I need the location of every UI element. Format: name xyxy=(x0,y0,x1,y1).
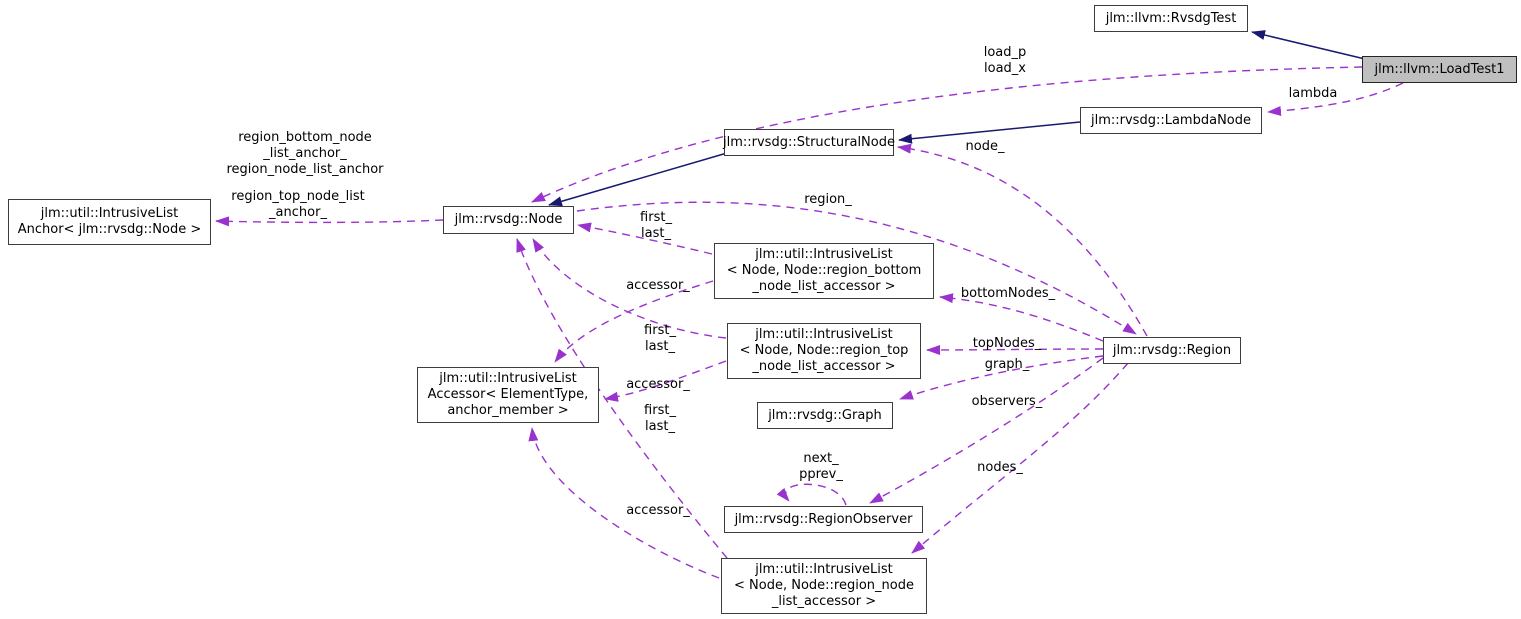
class-label: _node_list_accessor > xyxy=(752,279,896,294)
edge-label-line: node_ xyxy=(965,139,1005,154)
edge-label-graph: graph_ xyxy=(985,357,1030,373)
edge-usage-accessor-top xyxy=(604,360,727,402)
class-label: jlm::rvsdg::StructuralNode xyxy=(723,134,895,150)
class-label: jlm::rvsdg::LambdaNode xyxy=(1091,112,1251,128)
edge-label-next-pprev: next_ pprev_ xyxy=(799,451,843,483)
edge-label-anchor-group2: region_top_node_list _anchor_ xyxy=(231,189,364,221)
class-label: jlm::util::IntrusiveList xyxy=(755,247,893,262)
edge-label-nodes: nodes_ xyxy=(977,460,1023,476)
class-box-region[interactable]: jlm::rvsdg::Region xyxy=(1103,337,1241,364)
class-box-loadtest1: jlm::llvm::LoadTest1 xyxy=(1362,56,1517,83)
edge-label-line: load_x xyxy=(984,61,1026,76)
edge-label-first-last-bottom: first_ last_ xyxy=(640,210,672,242)
class-label: < Node, Node::region_node xyxy=(734,578,914,593)
class-label: < Node, Node::region_bottom xyxy=(726,263,922,278)
class-box-intrusivelist-region-top[interactable]: jlm::util::IntrusiveList < Node, Node::r… xyxy=(727,323,921,379)
edge-label-line: region_top_node_list xyxy=(231,189,365,204)
edge-usage-first-last-node xyxy=(516,238,728,559)
edge-usage-region xyxy=(576,201,1137,335)
class-box-regionobserver[interactable]: jlm::rvsdg::RegionObserver xyxy=(724,506,923,533)
edge-usage-lambda xyxy=(1267,82,1404,116)
class-label: jlm::util::IntrusiveList xyxy=(755,562,893,577)
edge-usage-load-p-x xyxy=(531,66,1363,203)
edge-label-observers: observers_ xyxy=(972,394,1043,410)
edge-usage-anchors xyxy=(215,216,444,227)
class-label: jlm::util::IntrusiveList xyxy=(439,371,577,386)
edge-usage-next-pprev-selfloop xyxy=(776,483,847,506)
class-label: anchor_member > xyxy=(447,403,569,418)
edge-label-line: next_ xyxy=(803,451,839,466)
edge-label-line: region_bottom_node xyxy=(238,130,372,145)
edge-label-bottomnodes: bottomNodes_ xyxy=(961,286,1055,302)
edge-label-line: first_ xyxy=(640,210,672,225)
edge-label-line: first_ xyxy=(644,403,676,418)
edge-label-line: accessor_ xyxy=(626,377,690,392)
class-label: < Node, Node::region_top xyxy=(739,343,909,358)
class-label: Anchor< jlm::rvsdg::Node > xyxy=(17,222,202,237)
class-box-intrusivelist-region-bottom[interactable]: jlm::util::IntrusiveList < Node, Node::r… xyxy=(714,243,934,299)
edge-label-line: region_node_list_anchor xyxy=(226,162,384,177)
class-box-structuralnode[interactable]: jlm::rvsdg::StructuralNode xyxy=(723,129,895,156)
edge-label-accessor-node: accessor_ xyxy=(626,503,690,519)
edge-inherit-loadtest1-rvsdgtest xyxy=(1251,30,1366,60)
class-box-intrusivelistanchor[interactable]: jlm::util::IntrusiveList Anchor< jlm::rv… xyxy=(8,199,211,245)
class-label: jlm::llvm::LoadTest1 xyxy=(1374,61,1505,77)
edge-label-line: observers_ xyxy=(971,394,1043,409)
class-label: _list_accessor > xyxy=(771,594,877,609)
class-box-intrusivelist-region-node[interactable]: jlm::util::IntrusiveList < Node, Node::r… xyxy=(721,558,927,614)
edge-label-line: _list_anchor_ xyxy=(263,146,347,161)
edge-label-line: bottomNodes_ xyxy=(960,286,1056,301)
edge-label-first-last-node: first_ last_ xyxy=(644,403,676,435)
class-box-node[interactable]: jlm::rvsdg::Node xyxy=(443,206,574,234)
class-box-graph[interactable]: jlm::rvsdg::Graph xyxy=(757,402,893,429)
edge-usage-observers xyxy=(869,357,1104,504)
edge-label-line: last_ xyxy=(645,419,675,434)
edge-label-accessor-top: accessor_ xyxy=(626,377,690,393)
edge-label-node: node_ xyxy=(966,139,1005,155)
edge-usage-graph xyxy=(899,355,1104,400)
class-label: jlm::llvm::RvsdgTest xyxy=(1105,10,1237,26)
edge-label-line: nodes_ xyxy=(977,460,1023,475)
edge-usage-first-last-top xyxy=(532,238,727,339)
edge-inherit-structuralnode-node xyxy=(548,152,728,207)
edge-usage-first-last-bottom xyxy=(577,222,713,255)
class-label: jlm::rvsdg::Node xyxy=(454,212,563,227)
edge-label-topnodes: topNodes_ xyxy=(973,336,1042,352)
edge-label-load: load_p load_x xyxy=(984,45,1027,77)
edge-usage-nodes xyxy=(911,362,1129,554)
edge-label-line: load_p xyxy=(983,45,1027,60)
class-label: Accessor< ElementType, xyxy=(427,387,589,402)
class-label: jlm::rvsdg::RegionObserver xyxy=(734,511,913,527)
class-box-intrusivelistaccessor[interactable]: jlm::util::IntrusiveList Accessor< Eleme… xyxy=(417,367,599,423)
edge-label-line: _anchor_ xyxy=(269,205,327,220)
edge-inherit-lambdanode-structuralnode xyxy=(898,121,1081,144)
edge-label-line: graph_ xyxy=(984,357,1030,372)
edge-usage-topnodes xyxy=(926,344,1104,355)
edge-label-lambda: lambda xyxy=(1289,86,1338,102)
class-label: jlm::rvsdg::Region xyxy=(1112,342,1232,358)
edge-usage-node xyxy=(897,143,1148,337)
edge-usage-accessor-node xyxy=(528,427,720,579)
edge-label-line: pprev_ xyxy=(799,467,843,482)
edge-label-line: accessor_ xyxy=(626,278,690,293)
edge-label-line: topNodes_ xyxy=(972,336,1042,351)
class-label: jlm::util::IntrusiveList xyxy=(755,327,893,342)
edge-label-first-last-top: first_ last_ xyxy=(644,323,676,355)
edge-label-line: first_ xyxy=(644,323,676,338)
edge-label-accessor-bottom: accessor_ xyxy=(626,278,690,294)
class-box-lambdanode[interactable]: jlm::rvsdg::LambdaNode xyxy=(1080,107,1262,134)
edge-label-line: region_ xyxy=(804,192,852,207)
class-label: jlm::util::IntrusiveList xyxy=(40,206,179,221)
edge-usage-bottomnodes xyxy=(939,293,1104,342)
edge-label-line: accessor_ xyxy=(626,503,690,518)
edge-label-line: last_ xyxy=(641,226,671,241)
class-box-rvsdgtest[interactable]: jlm::llvm::RvsdgTest xyxy=(1094,5,1248,32)
edge-label-line: lambda xyxy=(1288,86,1338,101)
edge-label-region: region_ xyxy=(804,192,852,208)
class-label: jlm::rvsdg::Graph xyxy=(768,407,882,423)
edge-label-line: last_ xyxy=(645,339,675,354)
edge-label-anchor-group1: region_bottom_node _list_anchor_ region_… xyxy=(226,130,383,178)
class-label: _node_list_accessor > xyxy=(752,359,896,374)
